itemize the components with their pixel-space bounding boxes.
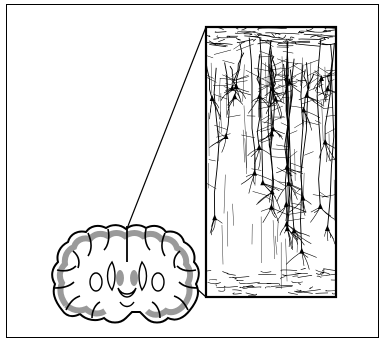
cortical-neuron-panel: [200, 27, 349, 297]
coronal-brain-section: [52, 225, 199, 322]
